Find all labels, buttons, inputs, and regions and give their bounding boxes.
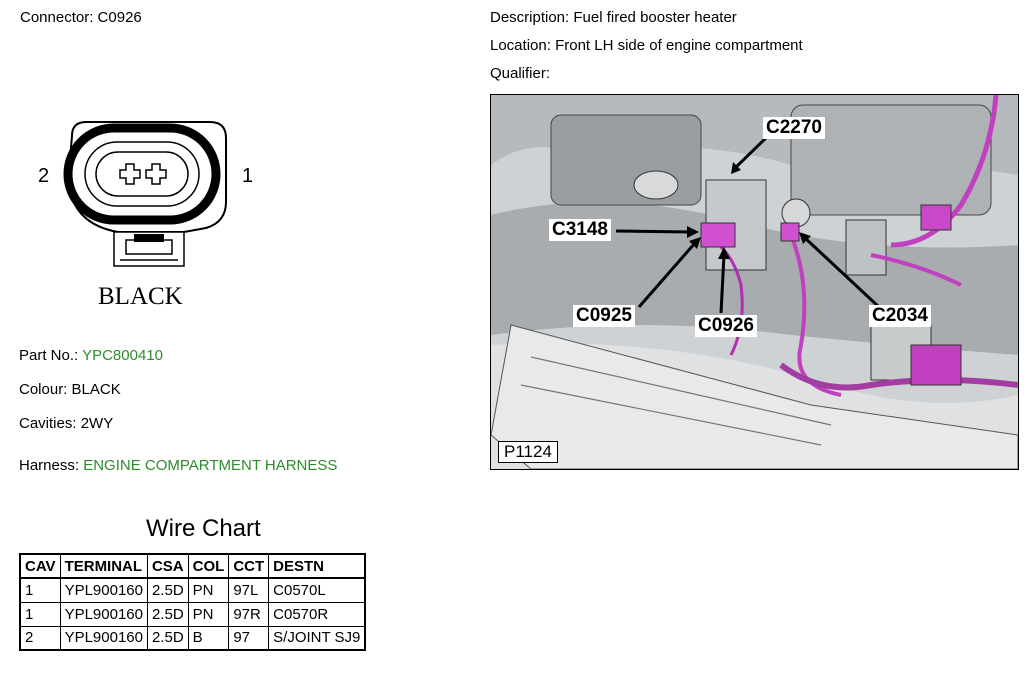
- connector-color-caption: BLACK: [98, 283, 183, 310]
- description-line: Description: Fuel fired booster heater: [490, 9, 737, 26]
- table-row: 1 YPL900160 2.5D PN 97R C0570R: [19, 601, 366, 627]
- location-value: Front LH side of engine compartment: [555, 37, 803, 54]
- pin-1: [145, 163, 167, 185]
- part-number-link[interactable]: YPC800410: [82, 347, 163, 364]
- colour-value: BLACK: [71, 381, 121, 398]
- location-line: Location: Front LH side of engine compar…: [490, 37, 803, 54]
- col-col: COL: [187, 553, 230, 579]
- harness-link[interactable]: ENGINE COMPARTMENT HARNESS: [83, 457, 338, 474]
- cell-col: PN: [187, 577, 230, 603]
- pin-2: [119, 163, 141, 185]
- col-csa: CSA: [146, 553, 189, 579]
- pin-label-left: 2: [38, 165, 49, 187]
- description-label: Description:: [490, 9, 570, 26]
- harness-label: Harness:: [19, 457, 80, 474]
- callout-c0926: C0926: [695, 315, 757, 337]
- cell-cct: 97R: [228, 601, 270, 627]
- connector-label: Connector:: [20, 9, 94, 26]
- latch-tab: [134, 234, 164, 242]
- cell-terminal: YPL900160: [59, 601, 148, 627]
- cell-col: PN: [187, 601, 230, 627]
- pin-cavity-rim: [95, 151, 189, 197]
- location-label: Location:: [490, 37, 551, 54]
- leader-c2270: [731, 133, 771, 172]
- cell-terminal: YPL900160: [59, 625, 148, 651]
- qualifier-label: Qualifier:: [490, 65, 551, 82]
- leader-c2034: [803, 236, 881, 309]
- table-row: 2 YPL900160 2.5D B 97 S/JOINT SJ9: [19, 625, 366, 651]
- harness-line: Harness: ENGINE COMPARTMENT HARNESS: [19, 457, 337, 474]
- part-number-line: Part No.: YPC800410: [19, 347, 163, 364]
- callout-c2034: C2034: [869, 305, 931, 327]
- callout-c2270: C2270: [763, 117, 825, 139]
- wire-chart-header-row: CAV TERMINAL CSA COL CCT DESTN: [19, 553, 366, 579]
- cell-csa: 2.5D: [146, 625, 189, 651]
- image-id-label: P1124: [498, 441, 558, 463]
- connector-id: C0926: [97, 9, 142, 26]
- cavities-line: Cavities: 2WY: [19, 415, 113, 432]
- cell-cct: 97: [228, 625, 270, 651]
- cavities-label: Cavities:: [19, 415, 77, 432]
- pin-label-right: 1: [242, 165, 253, 187]
- cell-col: B: [187, 625, 230, 651]
- col-destn: DESTN: [268, 553, 366, 579]
- col-terminal: TERMINAL: [59, 553, 148, 579]
- cell-cav: 1: [19, 601, 61, 627]
- callout-c3148: C3148: [549, 219, 611, 241]
- colour-label: Colour:: [19, 381, 68, 398]
- leader-c0926: [719, 254, 726, 314]
- cavities-value: 2WY: [80, 415, 114, 432]
- connector-face-diagram: 2 1 BLACK: [38, 121, 253, 310]
- colour-line: Colour: BLACK: [19, 381, 121, 398]
- cell-cav: 1: [19, 577, 61, 603]
- leader-c0925: [637, 242, 697, 308]
- cell-cav: 2: [19, 625, 61, 651]
- cell-cct: 97L: [228, 577, 270, 603]
- cell-destn[interactable]: C0570R: [268, 601, 366, 627]
- seal-ring: [63, 123, 221, 225]
- cell-csa: 2.5D: [146, 601, 189, 627]
- wire-chart-table: CAV TERMINAL CSA COL CCT DESTN 1 YPL9001…: [19, 553, 367, 651]
- col-cct: CCT: [228, 553, 270, 579]
- wire-chart-title: Wire Chart: [146, 515, 261, 542]
- engine-compartment-image: C2270 C3148 C0925 C0926 C2034 P1124: [490, 94, 1019, 470]
- cell-destn[interactable]: S/JOINT SJ9: [268, 625, 366, 651]
- callout-c0925: C0925: [573, 305, 635, 327]
- part-number-label: Part No.:: [19, 347, 79, 364]
- qualifier-line: Qualifier:: [490, 65, 550, 82]
- description-value: Fuel fired booster heater: [573, 9, 737, 26]
- cell-terminal: YPL900160: [59, 577, 148, 603]
- col-cav: CAV: [19, 553, 61, 579]
- engine-illustration: [491, 95, 1018, 469]
- connector-line: Connector: C0926: [20, 9, 142, 26]
- table-row: 1 YPL900160 2.5D PN 97L C0570L: [19, 577, 366, 603]
- cell-csa: 2.5D: [146, 577, 189, 603]
- latch-inner: [125, 239, 173, 255]
- cell-destn[interactable]: C0570L: [268, 577, 366, 603]
- leader-c3148: [615, 229, 692, 234]
